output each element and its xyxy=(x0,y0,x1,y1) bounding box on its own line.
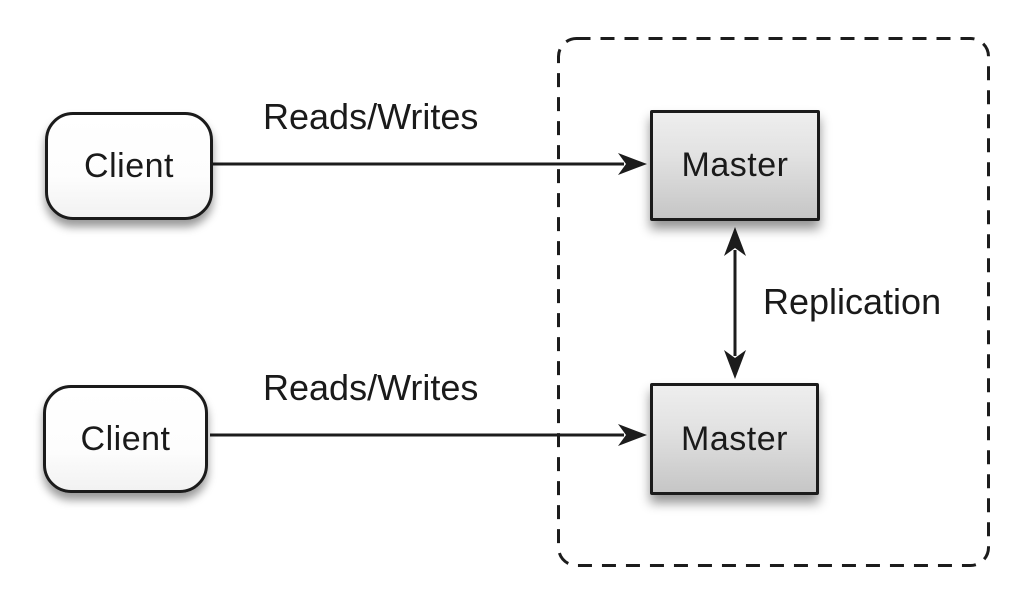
client-node-top-label: Client xyxy=(84,146,174,185)
arrowhead-right-icon xyxy=(618,153,647,175)
arrowhead-right-icon xyxy=(618,424,647,446)
arrow-replication xyxy=(724,227,746,379)
edge-label-replication: Replication xyxy=(763,281,942,322)
edge-label-reads-writes-bottom: Reads/Writes xyxy=(263,367,479,408)
arrowhead-up-icon xyxy=(724,227,746,256)
edge-label-reads-writes-top: Reads/Writes xyxy=(263,96,479,137)
replication-group-dashed-border xyxy=(557,37,990,567)
master-node-bottom-label: Master xyxy=(681,419,788,458)
arrow-reads-writes-bottom xyxy=(210,424,647,446)
master-node-bottom: Master xyxy=(650,383,819,495)
client-node-top: Client xyxy=(45,112,213,220)
arrowhead-down-icon xyxy=(724,350,746,379)
arrow-reads-writes-top xyxy=(213,153,647,175)
client-node-bottom: Client xyxy=(43,385,208,493)
client-node-bottom-label: Client xyxy=(80,419,171,458)
master-node-top: Master xyxy=(650,110,820,221)
master-node-top-label: Master xyxy=(681,146,789,184)
